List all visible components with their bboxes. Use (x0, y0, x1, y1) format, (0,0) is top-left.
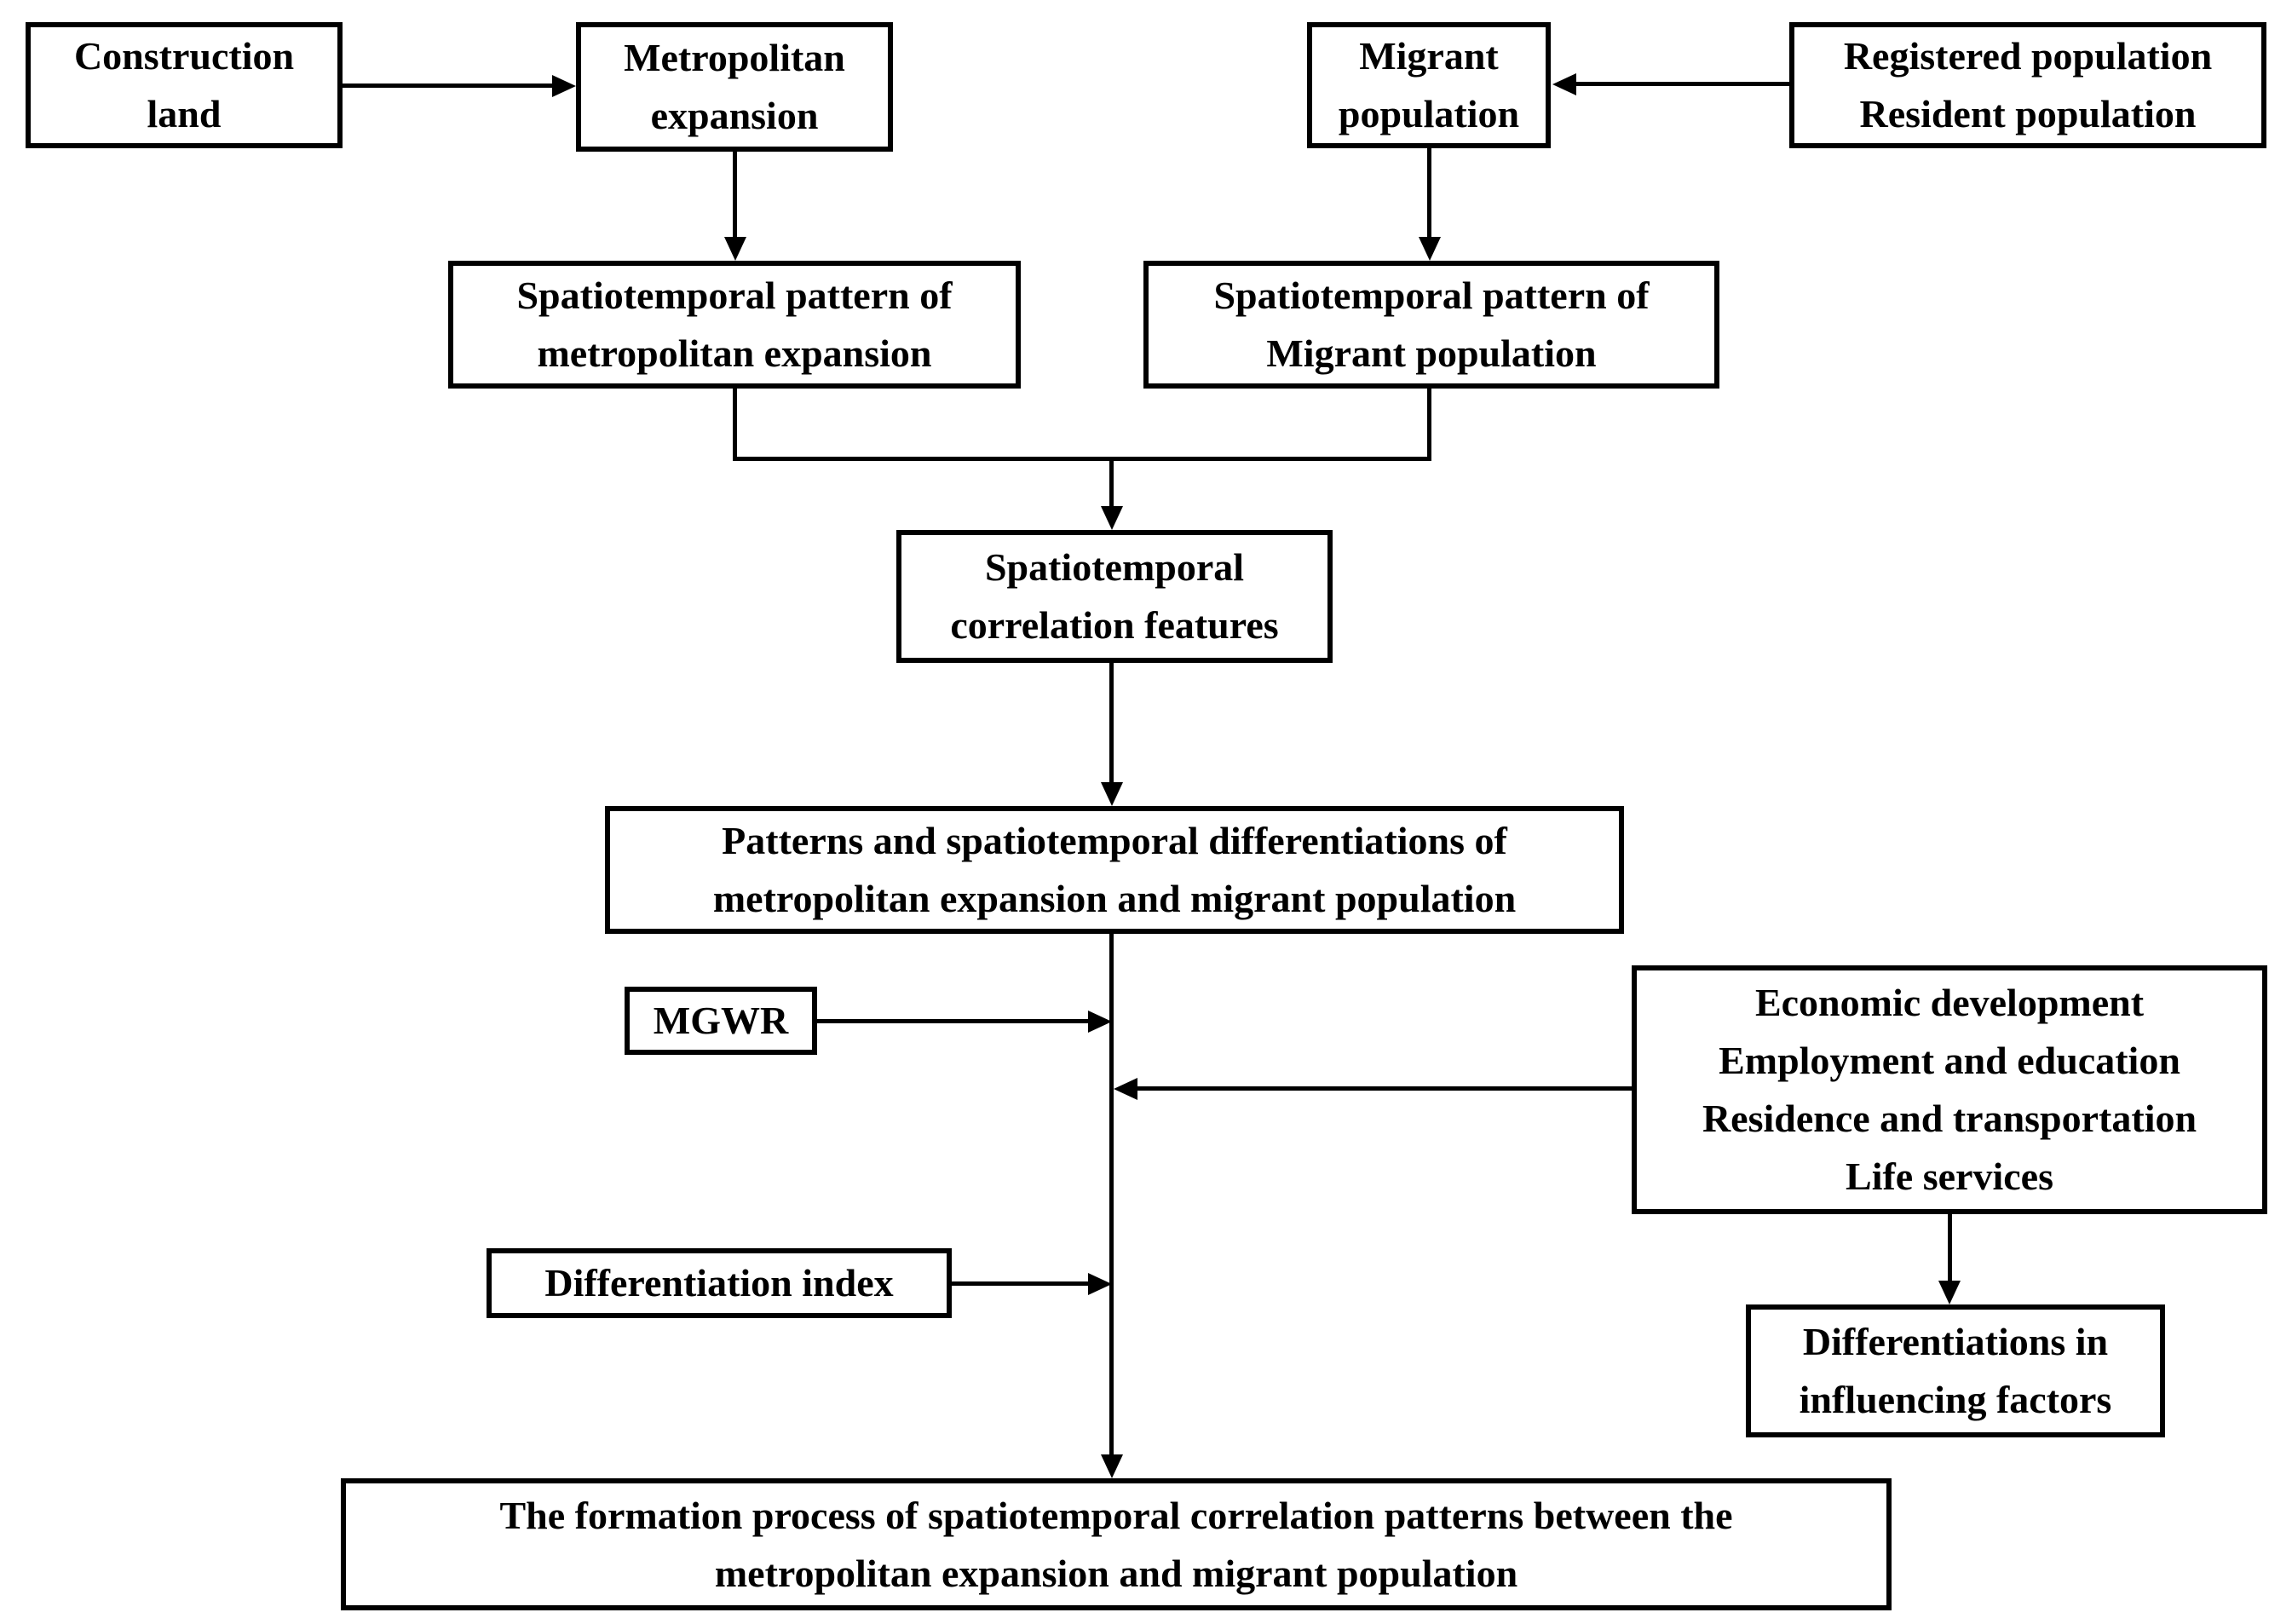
connector-drop-from-pattern-metropolitan (733, 389, 737, 461)
node-label-line: metropolitan expansion (537, 331, 932, 375)
node-mgwr: MGWR (625, 987, 817, 1055)
arrowhead-from-factors (1114, 1078, 1137, 1100)
node-registered-resident-population: Registered population Resident populatio… (1789, 22, 2266, 148)
arrowhead-from-index (1088, 1273, 1112, 1295)
node-influencing-factor-categories: Economic development Employment and educ… (1632, 965, 2267, 1214)
connector-drop-from-pattern-migrant (1427, 389, 1431, 461)
node-label-line: Resident population (1859, 92, 2197, 135)
node-label-line: Spatiotemporal pattern of (516, 274, 953, 317)
node-label-line: Differentiations in (1802, 1320, 2109, 1363)
arrow-line-index-to-central (952, 1281, 1088, 1286)
node-label-line: Migrant population (1266, 331, 1597, 375)
arrowhead-into-differentiations-factors (1938, 1281, 1961, 1304)
node-label-line: correlation features (950, 603, 1279, 647)
node-label-line: Residence and transportation (1702, 1097, 2197, 1140)
arrow-line-patterns-to-formation (1109, 934, 1114, 1454)
node-differentiation-index: Differentiation index (487, 1248, 952, 1318)
node-label-line: The formation process of spatiotemporal … (499, 1493, 1733, 1537)
arrow-line-correlation-to-patterns (1109, 663, 1114, 782)
node-label-line: Spatiotemporal (984, 545, 1245, 589)
node-patterns-differentiations: Patterns and spatiotemporal differentiat… (605, 806, 1624, 934)
node-label-line: Patterns and spatiotemporal differentiat… (722, 819, 1507, 862)
node-label-line: Metropolitan (624, 36, 845, 79)
arrowhead-from-mgwr (1088, 1011, 1112, 1033)
node-label-line: land (147, 92, 222, 135)
arrow-line-merge-to-correlation-features (1109, 457, 1114, 506)
node-label-line: Economic development (1754, 981, 2145, 1024)
arrowhead-into-pattern-migrant (1419, 237, 1441, 261)
node-label-line: expansion (650, 94, 819, 137)
node-metropolitan-expansion: Metropolitan expansion (576, 22, 893, 152)
node-spatiotemporal-correlation-features: Spatiotemporal correlation features (896, 530, 1333, 663)
arrowhead-into-metropolitan-expansion (552, 75, 576, 97)
node-label-line: Differentiation index (544, 1261, 894, 1304)
arrowhead-into-correlation-features (1101, 506, 1123, 530)
arrow-line-mgwr-to-central (817, 1019, 1088, 1023)
node-label-line: influencing factors (1799, 1378, 2112, 1421)
node-label-line: Construction (73, 34, 295, 78)
node-formation-process: The formation process of spatiotemporal … (341, 1478, 1892, 1610)
arrowhead-into-formation-process (1101, 1454, 1123, 1478)
node-construction-land: Construction land (26, 22, 343, 148)
node-label-line: metropolitan expansion and migrant popul… (714, 1551, 1518, 1595)
node-spatiotemporal-pattern-migrant: Spatiotemporal pattern of Migrant popula… (1143, 261, 1719, 389)
arrowhead-into-migrant-population (1552, 73, 1576, 95)
arrow-line-factors-to-differentiations (1948, 1214, 1952, 1281)
arrow-line-registered-to-migrant (1576, 82, 1789, 86)
node-migrant-population: Migrant population (1307, 22, 1551, 148)
connector-merge-horizontal (733, 457, 1431, 461)
arrow-line-factors-to-central (1137, 1086, 1632, 1091)
node-label-line: MGWR (653, 999, 789, 1042)
node-label-line: Life services (1846, 1155, 2053, 1198)
node-label-line: metropolitan expansion and migrant popul… (712, 877, 1517, 920)
arrow-line-migrant-to-pattern (1427, 148, 1431, 237)
node-label-line: Migrant (1359, 34, 1499, 78)
arrow-line-metropolitan-to-pattern (733, 152, 737, 237)
node-spatiotemporal-pattern-metropolitan: Spatiotemporal pattern of metropolitan e… (448, 261, 1021, 389)
node-label-line: Employment and education (1719, 1039, 2180, 1082)
node-label-line: Registered population (1843, 34, 2213, 78)
node-label-line: population (1338, 92, 1520, 135)
arrowhead-into-patterns-differentiations (1101, 782, 1123, 806)
arrowhead-into-pattern-metropolitan (724, 237, 746, 261)
arrow-line-construction-to-metropolitan (343, 84, 552, 88)
node-label-line: Spatiotemporal pattern of (1213, 274, 1650, 317)
node-differentiations-influencing-factors: Differentiations in influencing factors (1746, 1304, 2165, 1437)
